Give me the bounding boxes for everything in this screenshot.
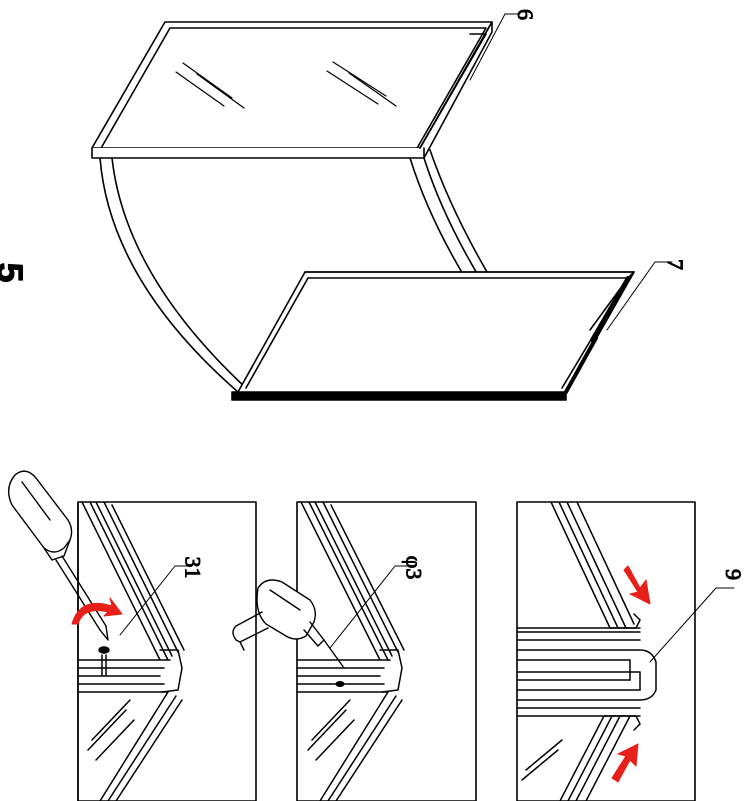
callout-label-7: 7 (663, 259, 688, 270)
callout-label-31: 31 (181, 557, 206, 579)
rotate-arrow-icon (71, 597, 123, 625)
detail-seal: 9 (516, 501, 747, 801)
detail-screw: 31 (7, 470, 257, 801)
drill-icon (232, 579, 345, 669)
push-arrow-icon (611, 565, 651, 783)
shower-enclosure (91, 21, 635, 401)
detail-drill: φ3 (232, 501, 477, 801)
callout-line-31 (119, 565, 191, 636)
drill-hole (335, 681, 345, 687)
callout-label-phi3: φ3 (401, 556, 426, 580)
callout-line-phi3 (329, 565, 411, 649)
screwdriver-icon (7, 470, 109, 641)
callout-label-6: 6 (513, 9, 538, 20)
callout-part-7: 7 (606, 259, 689, 331)
callout-line-9 (649, 587, 735, 663)
callout-part-6: 6 (469, 9, 539, 81)
top-glass-panel (91, 21, 493, 159)
callout-label-9: 9 (721, 569, 746, 580)
screw-part (98, 646, 110, 676)
bottom-glass-panel (231, 271, 635, 401)
step-number: 5 (0, 262, 31, 282)
